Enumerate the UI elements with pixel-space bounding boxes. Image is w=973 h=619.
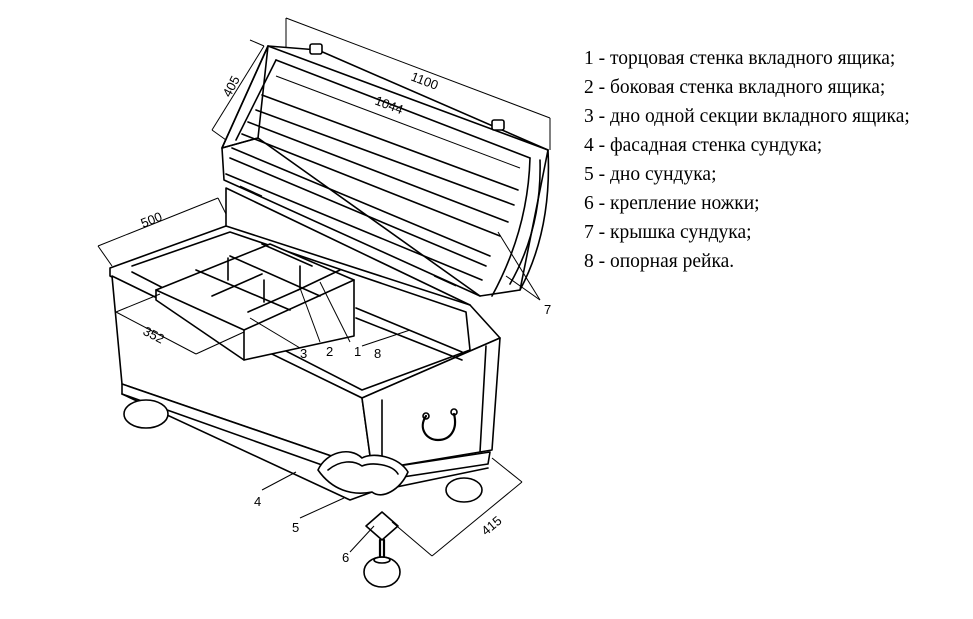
chest-foot-right (445, 477, 483, 503)
legend-item-1: 1 - торцовая стенка вкладного ящика; (584, 48, 896, 69)
legend-item-2: 2 - боковая стенка вкладного ящика; (584, 77, 886, 98)
dimension-lines (97, 17, 551, 557)
legend-item-7: 7 - крышка сундука; (584, 222, 752, 243)
chest-lid (221, 43, 550, 297)
legend: 1 - торцовая стенка вкладного ящика; 2 -… (584, 44, 964, 276)
dim-415: 415 (478, 513, 504, 538)
callout-7: 7 (544, 302, 551, 317)
callout-3: 3 (300, 346, 307, 361)
legend-item-6: 6 - крепление ножки; (584, 193, 760, 214)
legend-item-8: 8 - опорная рейка. (584, 251, 735, 272)
callout-4: 4 (254, 494, 261, 509)
foot-fixing (363, 511, 401, 588)
callout-5: 5 (292, 520, 299, 535)
chest-handle (421, 412, 457, 442)
callout-6: 6 (342, 550, 349, 565)
callout-8: 8 (374, 346, 381, 361)
dim-405: 405 (219, 73, 242, 99)
chest-foot-left (123, 399, 169, 429)
legend-item-5: 5 - дно сундука; (584, 164, 717, 185)
legend-item-3: 3 - дно одной секции вкладного ящика; (584, 106, 910, 127)
leader-lines (249, 231, 541, 553)
legend-item-4: 4 - фасадная стенка сундука; (584, 135, 823, 156)
dim-500: 500 (139, 209, 165, 231)
callout-2: 2 (326, 344, 333, 359)
dim-1100: 1100 (409, 69, 440, 93)
callout-1: 1 (354, 344, 361, 359)
